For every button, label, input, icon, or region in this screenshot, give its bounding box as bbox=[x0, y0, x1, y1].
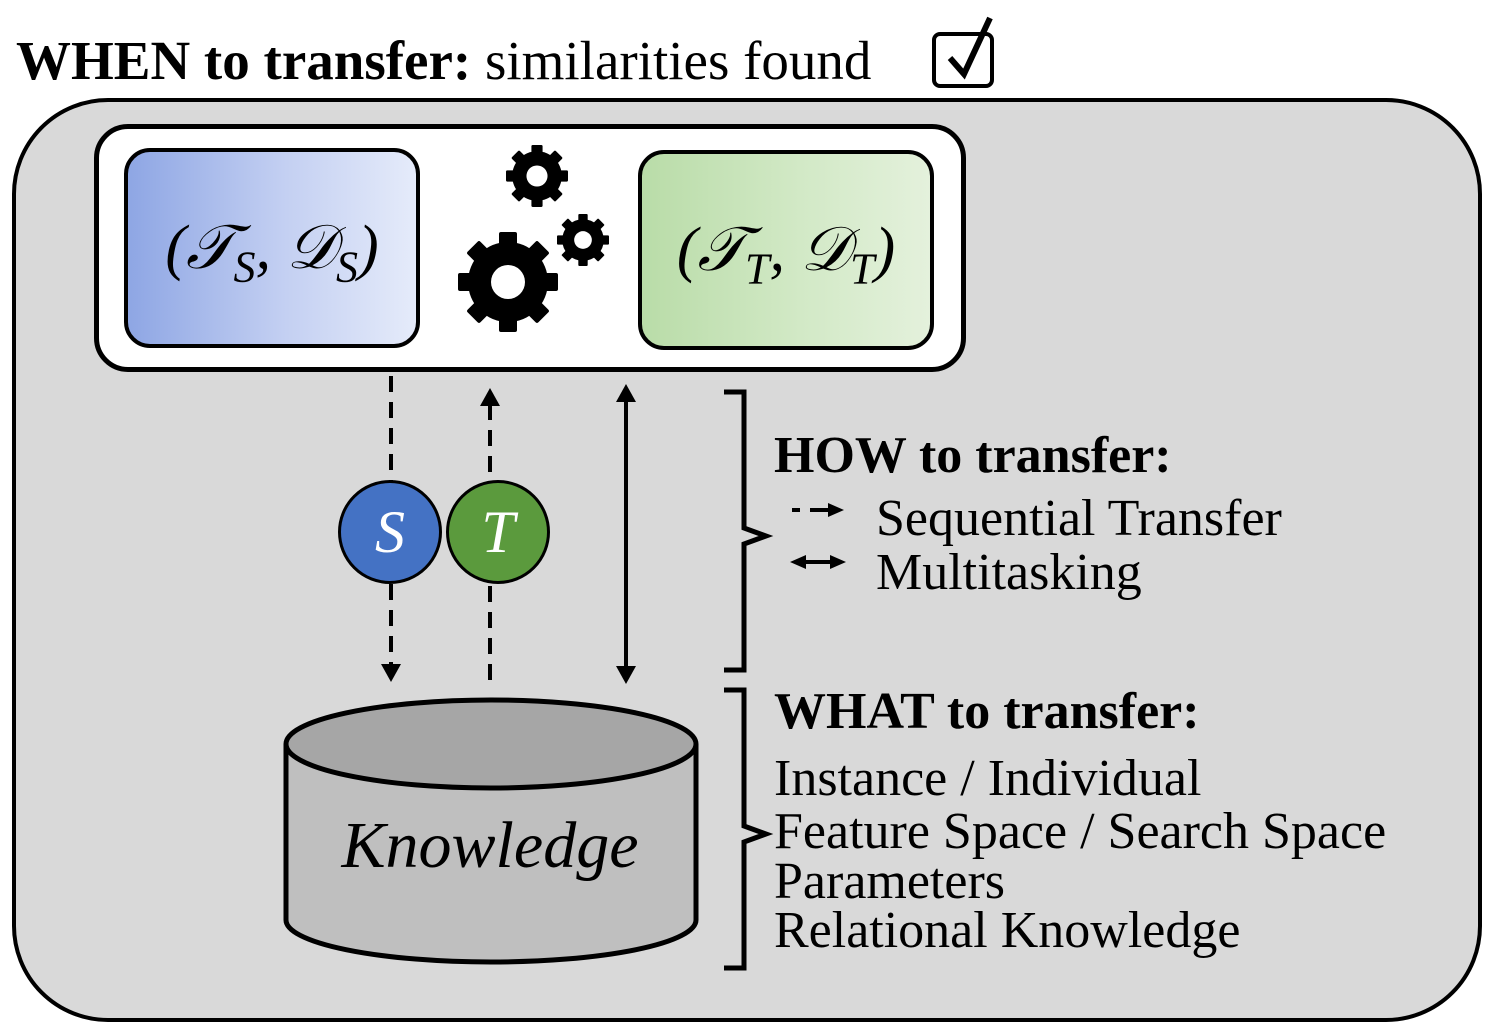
checkbox-checked-icon bbox=[932, 16, 994, 88]
what-item-instance: Instance / Individual bbox=[774, 750, 1202, 807]
what-title: WHAT to transfer: bbox=[774, 683, 1200, 740]
what-item-feature-space: Feature Space / Search Space bbox=[774, 803, 1387, 860]
knowledge-label: Knowledge bbox=[341, 809, 639, 882]
when-value: similarities found bbox=[471, 30, 872, 91]
how-item-multitasking: Multitasking bbox=[876, 544, 1142, 601]
what-brace bbox=[724, 687, 774, 971]
what-item-relational: Relational Knowledge bbox=[774, 902, 1241, 959]
target-circle: T bbox=[446, 480, 550, 584]
knowledge-cylinder-body bbox=[283, 744, 699, 965]
source-task-domain-box: (𝒯S, 𝒟S) bbox=[124, 148, 420, 348]
how-item-sequential: Sequential Transfer bbox=[876, 490, 1282, 547]
knowledge-cylinder-top bbox=[283, 697, 699, 791]
target-task-domain-box: (𝒯T, 𝒟T) bbox=[638, 150, 934, 350]
source-pair-label: (𝒯S, 𝒟S) bbox=[165, 214, 379, 292]
target-pair-label: (𝒯T, 𝒟T) bbox=[676, 216, 896, 294]
when-header: WHEN to transfer: similarities found bbox=[16, 26, 871, 96]
how-title: HOW to transfer: bbox=[774, 427, 1172, 484]
when-label: WHEN to transfer: bbox=[16, 30, 472, 91]
what-item-parameters: Parameters bbox=[774, 853, 1006, 910]
how-brace bbox=[724, 389, 774, 673]
source-circle: S bbox=[338, 480, 442, 584]
